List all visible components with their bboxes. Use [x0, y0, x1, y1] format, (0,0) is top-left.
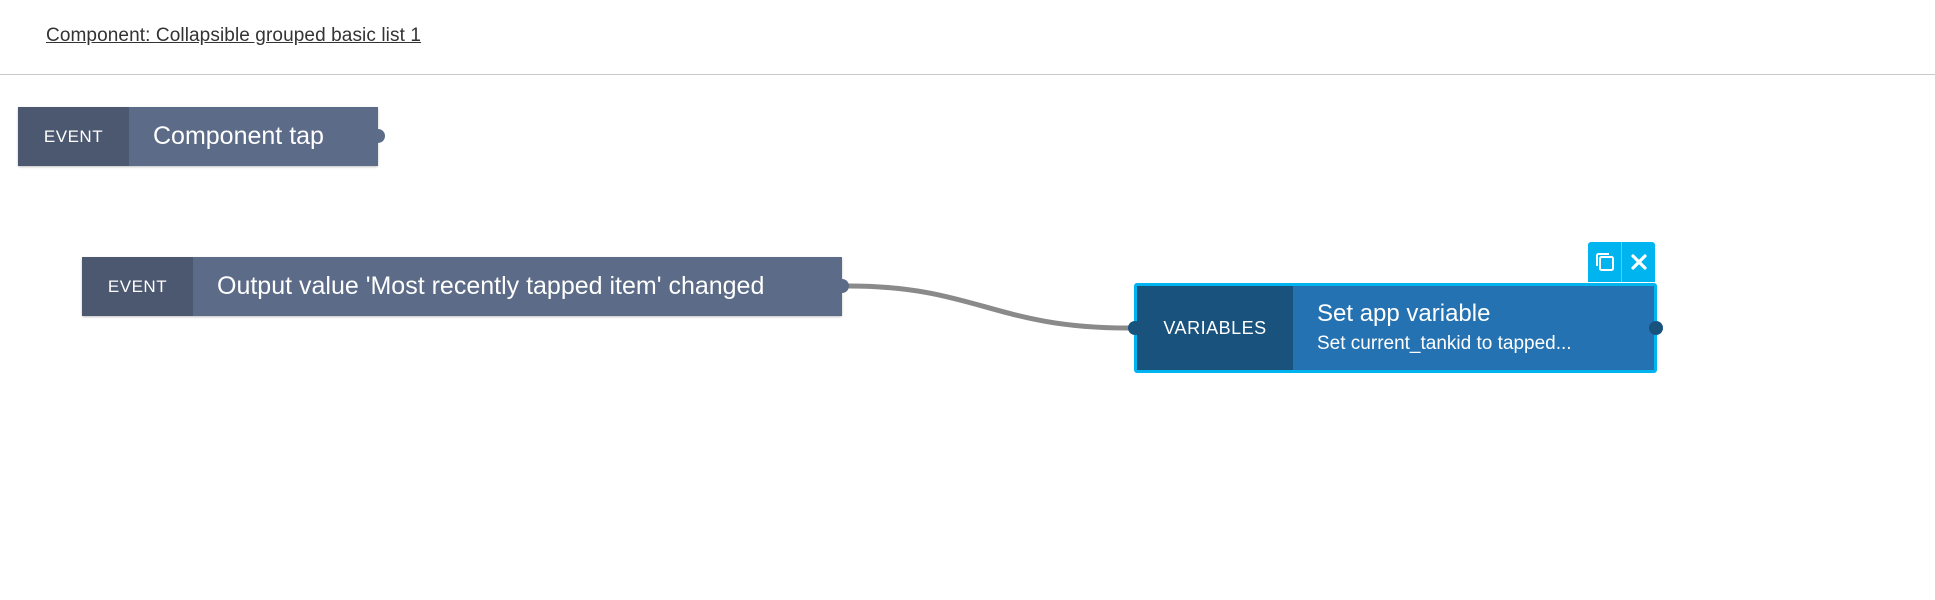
connection-wire[interactable] — [846, 283, 1131, 331]
event-tag: EVENT — [18, 107, 129, 166]
event-node-component-tap[interactable]: EVENT Component tap — [18, 107, 385, 166]
node-actions-bar — [1588, 242, 1655, 282]
duplicate-node-button[interactable] — [1588, 242, 1621, 282]
duplicate-icon — [1595, 253, 1614, 271]
output-port[interactable] — [371, 129, 385, 143]
component-title-link[interactable]: Component: Collapsible grouped basic lis… — [46, 25, 422, 46]
header-bar: Component: Collapsible grouped basic lis… — [0, 0, 1935, 75]
close-icon — [1630, 254, 1647, 270]
output-port[interactable] — [835, 279, 849, 293]
event-node-output-changed[interactable]: EVENT Output value 'Most recently tapped… — [82, 257, 849, 316]
variables-tag: VARIABLES — [1137, 286, 1293, 370]
event-label: Output value 'Most recently tapped item'… — [193, 257, 842, 316]
input-port[interactable] — [1128, 321, 1142, 335]
variables-node-set-app-variable[interactable]: VARIABLES Set app variable Set current_t… — [1128, 283, 1663, 373]
delete-node-button[interactable] — [1621, 242, 1655, 282]
output-port[interactable] — [1649, 321, 1663, 335]
event-tag: EVENT — [82, 257, 193, 316]
node-subtitle: Set current_tankid to tapped... — [1317, 333, 1572, 354]
variables-label: Set app variable Set current_tankid to t… — [1293, 286, 1654, 370]
node-title: Set app variable — [1317, 300, 1491, 327]
event-label: Component tap — [129, 107, 378, 166]
